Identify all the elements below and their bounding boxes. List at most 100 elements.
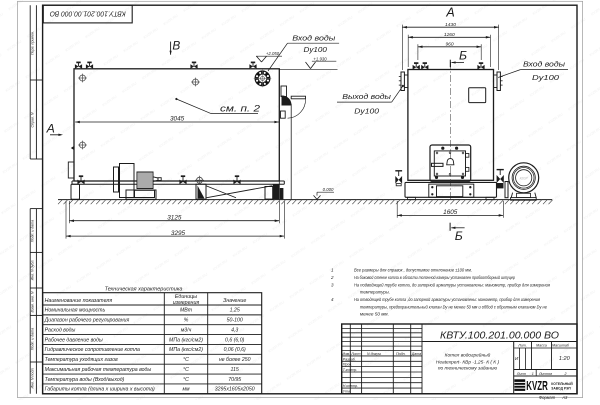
svg-text:Инв. N подл.: Инв. N подл.	[31, 367, 35, 388]
svg-text:Подп. и дата: Подп. и дата	[31, 220, 35, 243]
svg-text:МПа (кгс/см2): МПа (кгс/см2)	[169, 347, 203, 353]
svg-text:Изм.: Изм.	[343, 352, 351, 356]
svg-text:1: 1	[331, 268, 334, 273]
svg-text:4: 4	[331, 297, 334, 302]
svg-text:50-100: 50-100	[227, 318, 243, 324]
svg-text:0.000: 0.000	[323, 187, 334, 192]
svg-text:3295х1605х2050: 3295х1605х2050	[215, 387, 255, 393]
svg-text:Температура уходящих газов: Температура уходящих газов	[45, 357, 118, 363]
svg-text:На боковой стенке котла в обла: На боковой стенке котла в области топочн…	[354, 274, 515, 280]
svg-text:Дата: Дата	[411, 352, 421, 356]
svg-text:°С: °С	[183, 377, 189, 383]
svg-text:1605: 1605	[443, 209, 458, 216]
svg-text:Dy100: Dy100	[304, 47, 328, 54]
svg-text:Расход воды: Расход воды	[45, 327, 76, 333]
svg-text:960: 960	[445, 42, 453, 48]
svg-text:2: 2	[330, 275, 334, 280]
svg-text:Вход воды: Вход воды	[292, 34, 336, 42]
svg-text:3125: 3125	[167, 214, 182, 221]
svg-text:1: 1	[532, 372, 534, 376]
svg-text:КВЗР: КВЗР	[520, 177, 529, 181]
svg-text:А: А	[445, 6, 454, 20]
svg-text:Dy100: Dy100	[532, 75, 559, 82]
svg-text:Лист: Лист	[350, 352, 360, 356]
svg-text:Dy100: Dy100	[354, 108, 379, 115]
svg-text:1260: 1260	[444, 32, 455, 38]
svg-text:Лит.: Лит.	[517, 344, 526, 348]
svg-text:МВт: МВт	[180, 308, 193, 314]
svg-text:4,3: 4,3	[231, 327, 238, 333]
svg-text:70/95: 70/95	[228, 377, 241, 383]
svg-text:Масштаб: Масштаб	[552, 344, 570, 348]
svg-text:1:20: 1:20	[559, 356, 571, 362]
svg-text:Справ. N: Справ. N	[31, 112, 35, 127]
svg-text:N докум.: N докум.	[367, 352, 382, 356]
svg-text:менее 50 мм.: менее 50 мм.	[360, 312, 389, 317]
svg-text:Котел водогрейный: Котел водогрейный	[445, 352, 491, 359]
svg-text:температуры.: температуры.	[360, 290, 390, 295]
svg-text:На подводящей трубе котла, д: На подводящей трубе котла, до запорной а…	[354, 281, 551, 287]
svg-text:0,6 (6,0): 0,6 (6,0)	[225, 337, 245, 343]
svg-text:Т.контр.: Т.контр.	[343, 368, 358, 372]
svg-text:°С: °С	[183, 367, 189, 373]
svg-text:Подп. и дата: Подп. и дата	[31, 328, 35, 351]
svg-text:Б: Б	[455, 229, 463, 243]
svg-text:Лист: Лист	[516, 372, 526, 376]
svg-text:Выход воды: Выход воды	[342, 93, 392, 101]
svg-text:%: %	[184, 318, 189, 324]
svg-text:Heatexpert- КВр -1,25- К ( К ): Heatexpert- КВр -1,25- К ( К )	[436, 359, 500, 365]
svg-text:не более 250: не более 250	[219, 357, 251, 363]
svg-text:Н.контр.: Н.контр.	[343, 384, 358, 388]
svg-text:Наименование показателя: Наименование показателя	[45, 298, 113, 304]
svg-text:Гидравлическое сопротивление к: Гидравлическое сопротивление котла	[45, 347, 140, 353]
svg-text:Пров.: Пров.	[343, 363, 352, 367]
svg-text:1430: 1430	[445, 22, 456, 28]
svg-text:измерения: измерения	[173, 300, 200, 306]
svg-text:КВТУ.100.201.00.000 ВО: КВТУ.100.201.00.000 ВО	[440, 331, 559, 342]
svg-text:А3: А3	[561, 395, 568, 400]
svg-text:3: 3	[331, 282, 334, 287]
svg-text:Диапазон рабочего регулировани: Диапазон рабочего регулирования	[44, 318, 130, 324]
svg-text:И: И	[515, 356, 519, 361]
svg-text:Утв.: Утв.	[343, 389, 351, 393]
svg-text:Рабочее давление воды: Рабочее давление воды	[45, 337, 103, 343]
svg-text:Вход воды: Вход воды	[523, 60, 566, 68]
svg-text:На отводящей трубе котла ,до з: На отводящей трубе котла ,до запорной ар…	[354, 296, 541, 302]
svg-text:ЗАВОД РЭП: ЗАВОД РЭП	[551, 386, 571, 390]
svg-text:Подп.: Подп.	[396, 352, 406, 356]
svg-text:КВТУ.100.201.00.000 ВО: КВТУ.100.201.00.000 ВО	[49, 10, 125, 19]
svg-text:°С: °С	[183, 357, 189, 363]
svg-text:Формат: Формат	[539, 395, 556, 400]
svg-text:Температура воды (Вход/выход): Температура воды (Вход/выход)	[45, 377, 125, 383]
svg-text:115: 115	[231, 367, 239, 373]
svg-text:3295: 3295	[171, 230, 186, 237]
svg-text:по техническому заданию: по техническому заданию	[438, 366, 498, 372]
svg-text:Габариты котла (длина х ширина: Габариты котла (длина х ширина х высота)	[45, 387, 155, 393]
svg-text:2: 2	[564, 372, 567, 376]
svg-text:Значение: Значение	[223, 298, 246, 304]
svg-text:Б: Б	[459, 49, 467, 63]
svg-text:0,06 (0,6): 0,06 (0,6)	[224, 347, 246, 353]
svg-text:1,25: 1,25	[230, 308, 240, 314]
svg-text:МПа (кгс/см2): МПа (кгс/см2)	[169, 337, 203, 343]
svg-text:температуры, предохранительный: температуры, предохранительный клапан Dy…	[360, 303, 547, 309]
svg-text:мм: мм	[182, 387, 190, 393]
svg-text:Номинальная мощность: Номинальная мощность	[45, 308, 106, 314]
svg-text:+1.930: +1.930	[313, 56, 327, 61]
svg-text:Единицы: Единицы	[175, 294, 197, 300]
svg-text:Перв. примен.: Перв. примен.	[31, 31, 35, 55]
svg-text:Масса: Масса	[536, 344, 547, 348]
svg-text:см. п. 2: см. п. 2	[220, 104, 260, 114]
svg-text:м3/ч: м3/ч	[181, 327, 192, 333]
svg-text:KVZR: KVZR	[526, 378, 548, 393]
svg-text:Все размеры для справок , допу: Все размеры для справок , допустимое отк…	[354, 268, 472, 273]
svg-text:В: В	[172, 39, 180, 53]
svg-text:Разраб.: Разраб.	[343, 357, 356, 361]
svg-text:А: А	[46, 121, 55, 135]
svg-text:Инв. N дубл.: Инв. N дубл.	[31, 260, 35, 281]
svg-text:3045: 3045	[170, 116, 185, 123]
svg-text:Взам. инв. N: Взам. инв. N	[31, 291, 35, 312]
svg-text:КОТЕЛЬНЫЙ: КОТЕЛЬНЫЙ	[551, 382, 573, 386]
svg-text:Максимальная рабочая температу: Максимальная рабочая температура воды	[45, 367, 152, 373]
svg-text:+2.050: +2.050	[266, 51, 280, 56]
